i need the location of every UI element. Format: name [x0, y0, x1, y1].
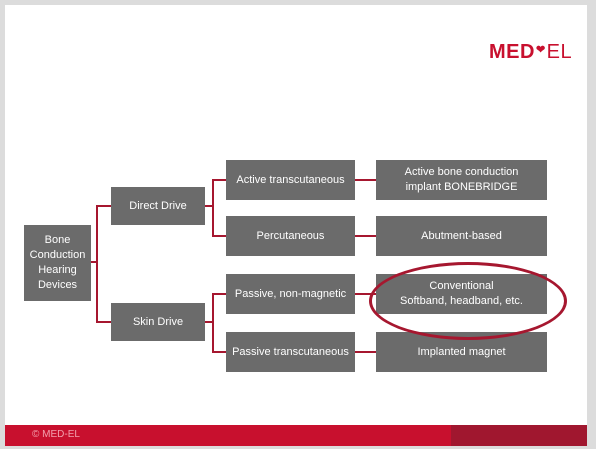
connector — [212, 293, 226, 295]
active-transcutaneous-label: Active transcutaneous — [236, 173, 345, 186]
connector — [91, 261, 97, 263]
connector — [96, 205, 98, 323]
root-label: Bone Conduction Hearing Devices — [29, 234, 86, 291]
med-el-logo: MED❤EL — [489, 41, 572, 64]
connector — [212, 235, 226, 237]
connector — [212, 179, 226, 181]
implanted-magnet-label: Implanted magnet — [417, 345, 506, 358]
direct-drive-label: Direct Drive — [129, 199, 187, 212]
direct-drive-box: Direct Drive — [111, 187, 205, 225]
percutaneous-label: Percutaneous — [256, 229, 325, 242]
copyright-text: © MED-EL — [32, 429, 80, 440]
connector — [212, 293, 214, 353]
connector — [355, 235, 376, 237]
connector — [355, 293, 376, 295]
passive-non-magnetic-label: Passive, non-magnetic — [234, 287, 347, 300]
connector — [355, 179, 376, 181]
heart-icon: ❤ — [535, 44, 546, 56]
connector — [96, 205, 111, 207]
logo-suffix: EL — [546, 41, 573, 63]
connector — [96, 321, 111, 323]
skin-drive-box: Skin Drive — [111, 303, 205, 341]
logo-brand: MED — [489, 41, 535, 63]
passive-transcutaneous-label: Passive transcutaneous — [232, 345, 349, 358]
connector — [205, 205, 213, 207]
active-transcutaneous-box: Active transcutaneous — [226, 160, 355, 200]
passive-transcutaneous-box: Passive transcutaneous — [226, 332, 355, 372]
passive-non-magnetic-box: Passive, non-magnetic — [226, 274, 355, 314]
bonebridge-label-line2: implant BONEBRIDGE — [405, 181, 518, 193]
bonebridge-label-line1: Active bone conduction — [404, 166, 519, 179]
connector — [212, 351, 226, 353]
root-box: Bone Conduction Hearing Devices — [24, 225, 91, 301]
footer-shade — [451, 425, 587, 446]
connector — [212, 179, 214, 237]
connector — [355, 351, 376, 353]
skin-drive-label: Skin Drive — [132, 315, 184, 328]
percutaneous-box: Percutaneous — [226, 216, 355, 256]
bonebridge-box: Active bone conduction implant BONEBRIDG… — [376, 160, 547, 200]
connector — [205, 321, 213, 323]
abutment-label: Abutment-based — [421, 229, 502, 242]
highlight-ellipse — [369, 262, 567, 340]
abutment-box: Abutment-based — [376, 216, 547, 256]
slide: MED❤EL Bone Conduction Hearing Devices D… — [5, 5, 587, 446]
footer-bar: © MED-EL — [5, 425, 587, 446]
